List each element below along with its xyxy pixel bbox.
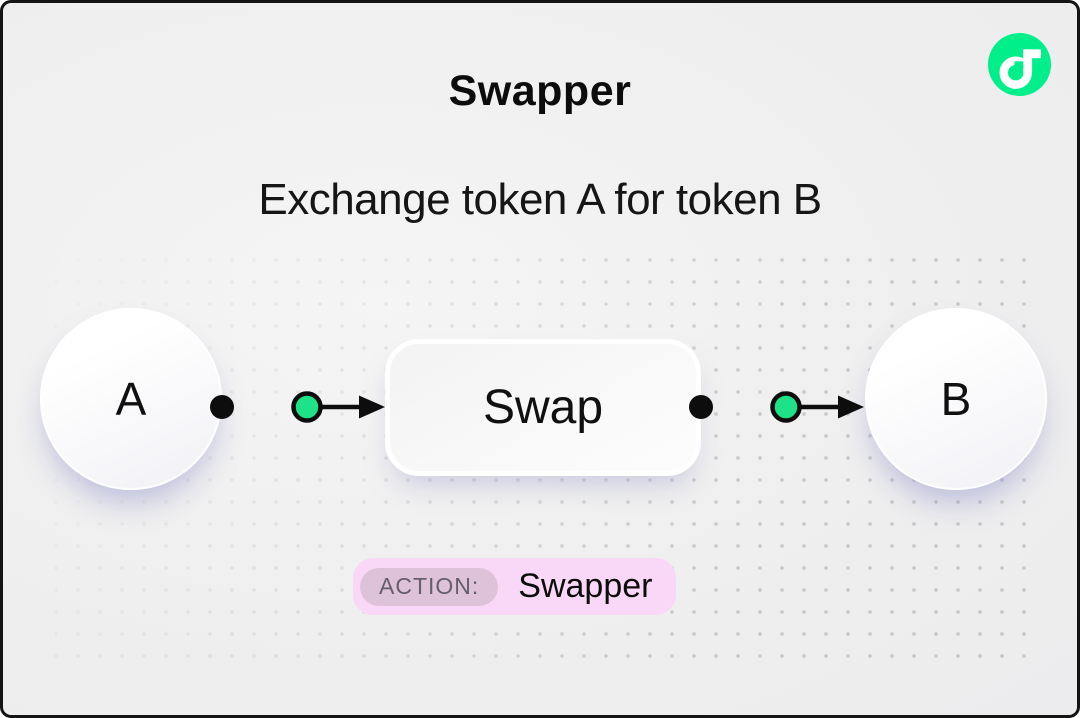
source-port-dot [210, 395, 234, 419]
token-a-label: A [115, 373, 147, 425]
arrowhead-icon [838, 395, 864, 419]
edge-a-to-swap [210, 391, 385, 423]
page-title: Swapper [448, 67, 632, 115]
edge-swap-to-b [689, 391, 864, 423]
token-b-node: B [865, 308, 1047, 490]
action-badge-label: ACTION: [360, 567, 499, 606]
token-b-label: B [940, 373, 972, 425]
flow-logo-icon [988, 33, 1051, 96]
subtitle: Exchange token A for token B [258, 175, 822, 224]
swap-label: Swap [482, 381, 604, 434]
green-port-dot [291, 391, 323, 423]
arrowhead-icon [359, 395, 385, 419]
green-port-dot [770, 391, 802, 423]
action-badge-value: Swapper [518, 567, 653, 605]
swap-action-node: Swap [385, 339, 701, 476]
action-badge: ACTION: Swapper [353, 558, 677, 615]
token-a-node: A [40, 308, 222, 490]
source-port-dot [689, 395, 713, 419]
